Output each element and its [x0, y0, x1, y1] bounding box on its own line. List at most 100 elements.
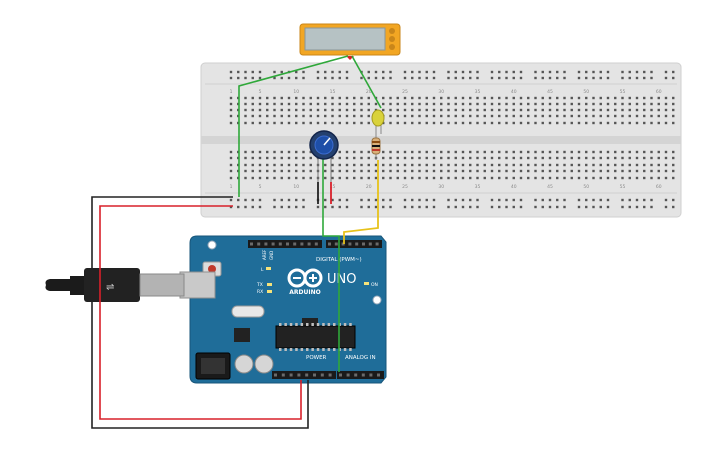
- breadboard-hole[interactable]: [331, 205, 334, 209]
- breadboard-hole[interactable]: [367, 114, 370, 118]
- breadboard-hole[interactable]: [490, 102, 494, 106]
- breadboard-hole[interactable]: [389, 96, 392, 100]
- breadboard-hole[interactable]: [447, 169, 450, 173]
- breadboard-hole[interactable]: [527, 150, 530, 154]
- breadboard-hole[interactable]: [338, 76, 341, 80]
- breadboard-hole[interactable]: [287, 169, 291, 173]
- breadboard-hole[interactable]: [345, 169, 349, 173]
- breadboard-hole[interactable]: [512, 108, 515, 112]
- breadboard-hole[interactable]: [229, 96, 233, 100]
- breadboard-hole[interactable]: [585, 198, 588, 202]
- breadboard-hole[interactable]: [440, 169, 443, 173]
- breadboard-hole[interactable]: [360, 121, 363, 125]
- header-pin[interactable]: [314, 242, 318, 246]
- breadboard-hole[interactable]: [440, 96, 443, 100]
- breadboard-hole[interactable]: [411, 102, 414, 106]
- breadboard-hole[interactable]: [556, 205, 559, 209]
- breadboard-hole[interactable]: [534, 96, 537, 100]
- breadboard-hole[interactable]: [258, 114, 262, 118]
- breadboard-hole[interactable]: [302, 150, 305, 154]
- breadboard-hole[interactable]: [280, 156, 283, 160]
- multimeter[interactable]: [299, 23, 401, 60]
- breadboard-hole[interactable]: [650, 102, 653, 106]
- breadboard-hole[interactable]: [403, 169, 407, 173]
- breadboard-hole[interactable]: [512, 150, 515, 154]
- wire-red-5v[interactable]: [99, 205, 302, 420]
- breadboard-hole[interactable]: [599, 163, 602, 167]
- breadboard-hole[interactable]: [599, 150, 602, 154]
- breadboard-hole[interactable]: [345, 76, 349, 80]
- header-pin[interactable]: [274, 373, 277, 377]
- breadboard-hole[interactable]: [577, 108, 581, 112]
- breadboard-hole[interactable]: [316, 205, 320, 209]
- breadboard-hole[interactable]: [280, 102, 283, 106]
- breadboard-hole[interactable]: [498, 176, 501, 180]
- breadboard-hole[interactable]: [628, 169, 631, 173]
- breadboard-hole[interactable]: [563, 176, 566, 180]
- breadboard-hole[interactable]: [302, 96, 305, 100]
- breadboard-hole[interactable]: [229, 163, 233, 167]
- breadboard-hole[interactable]: [403, 163, 407, 167]
- breadboard-hole[interactable]: [331, 163, 334, 167]
- breadboard-hole[interactable]: [302, 163, 305, 167]
- breadboard-hole[interactable]: [287, 156, 291, 160]
- breadboard-hole[interactable]: [476, 163, 479, 167]
- breadboard-hole[interactable]: [461, 102, 465, 106]
- breadboard-hole[interactable]: [295, 70, 298, 74]
- breadboard-hole[interactable]: [461, 114, 465, 118]
- breadboard-hole[interactable]: [454, 76, 457, 80]
- breadboard-hole[interactable]: [309, 108, 312, 112]
- breadboard-hole[interactable]: [490, 76, 494, 80]
- breadboard-hole[interactable]: [251, 163, 254, 167]
- breadboard-hole[interactable]: [592, 121, 595, 125]
- breadboard-hole[interactable]: [396, 121, 399, 125]
- breadboard-hole[interactable]: [258, 108, 262, 112]
- breadboard-hole[interactable]: [592, 198, 595, 202]
- breadboard-hole[interactable]: [287, 198, 291, 202]
- breadboard-hole[interactable]: [476, 156, 479, 160]
- breadboard-hole[interactable]: [244, 96, 247, 100]
- breadboard-hole[interactable]: [324, 121, 327, 125]
- breadboard-hole[interactable]: [519, 150, 523, 154]
- breadboard-hole[interactable]: [635, 102, 639, 106]
- breadboard-hole[interactable]: [621, 198, 624, 202]
- breadboard-hole[interactable]: [628, 176, 631, 180]
- breadboard-hole[interactable]: [548, 176, 552, 180]
- breadboard-hole[interactable]: [418, 169, 421, 173]
- breadboard-hole[interactable]: [541, 96, 544, 100]
- breadboard-hole[interactable]: [548, 163, 552, 167]
- breadboard-hole[interactable]: [599, 156, 602, 160]
- breadboard-hole[interactable]: [505, 70, 508, 74]
- breadboard-hole[interactable]: [664, 205, 668, 209]
- breadboard-hole[interactable]: [440, 121, 443, 125]
- breadboard-hole[interactable]: [628, 76, 631, 80]
- breadboard-hole[interactable]: [505, 205, 508, 209]
- breadboard-hole[interactable]: [570, 102, 573, 106]
- breadboard-hole[interactable]: [345, 176, 349, 180]
- breadboard-hole[interactable]: [541, 102, 544, 106]
- breadboard-hole[interactable]: [505, 76, 508, 80]
- breadboard-hole[interactable]: [454, 150, 457, 154]
- breadboard-hole[interactable]: [570, 163, 573, 167]
- breadboard-hole[interactable]: [295, 163, 298, 167]
- breadboard-hole[interactable]: [527, 121, 530, 125]
- breadboard-hole[interactable]: [411, 205, 414, 209]
- breadboard-hole[interactable]: [425, 169, 428, 173]
- breadboard-hole[interactable]: [360, 76, 363, 80]
- header-pin[interactable]: [346, 373, 350, 377]
- breadboard-hole[interactable]: [237, 76, 240, 80]
- breadboard-hole[interactable]: [556, 76, 559, 80]
- breadboard-hole[interactable]: [592, 102, 595, 106]
- breadboard-hole[interactable]: [389, 163, 392, 167]
- header-pin[interactable]: [278, 242, 282, 246]
- breadboard-hole[interactable]: [563, 121, 566, 125]
- breadboard-hole[interactable]: [505, 176, 508, 180]
- breadboard-hole[interactable]: [447, 205, 450, 209]
- breadboard-hole[interactable]: [403, 121, 407, 125]
- breadboard-hole[interactable]: [672, 176, 675, 180]
- breadboard-hole[interactable]: [483, 176, 486, 180]
- breadboard-hole[interactable]: [331, 156, 334, 160]
- breadboard-hole[interactable]: [229, 169, 233, 173]
- breadboard-hole[interactable]: [244, 205, 247, 209]
- breadboard-hole[interactable]: [280, 198, 283, 202]
